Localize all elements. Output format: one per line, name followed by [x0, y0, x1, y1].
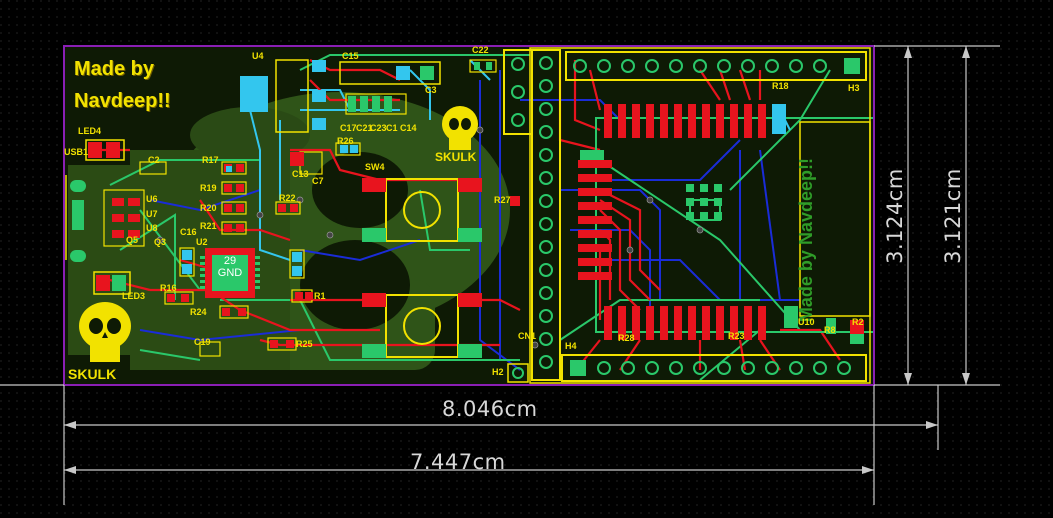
designator-h3: H3	[848, 83, 860, 93]
designator-u10: U10	[798, 317, 815, 327]
mirrored-credit: Made by Navdeep!!	[796, 158, 876, 322]
dimension-width-inner: 7.447cm	[410, 450, 506, 474]
designator-r23: R23	[728, 331, 745, 341]
designator-sw4: SW4	[365, 162, 385, 172]
header-cn1	[531, 49, 561, 381]
dimension-width-outer: 8.046cm	[442, 397, 538, 421]
designator-q3: Q3	[154, 237, 167, 247]
designator-c21: C21	[356, 123, 373, 133]
designator-r21: R21	[200, 221, 217, 231]
usb-connector	[65, 175, 86, 262]
designator-u7: U7	[146, 209, 158, 219]
designator-c2: C2	[148, 155, 160, 165]
designator-r17: R17	[202, 155, 219, 165]
designator-r1: R1	[314, 291, 326, 301]
maker-credit-line1: Made by	[74, 58, 155, 80]
chip-u2	[200, 248, 260, 298]
skulk-logo-text-right: SKULK	[435, 150, 477, 164]
designator-r20: R20	[200, 203, 217, 213]
designator-c23: C23	[370, 123, 387, 133]
chip-pin-label: 29 GND	[212, 255, 248, 279]
designator-cn1: CN1	[518, 331, 537, 341]
mirrored-credit-line1: Made by	[796, 250, 816, 323]
designator-c17: C17	[340, 123, 357, 133]
designator-r22: R22	[279, 193, 296, 203]
designator-u4: U4	[252, 51, 264, 61]
dimension-lines	[0, 45, 1000, 505]
designator-r28: R28	[618, 333, 635, 343]
designator-c16: C16	[180, 227, 197, 237]
designator-c19: C19	[194, 337, 211, 347]
designator-r16: R16	[160, 283, 177, 293]
designator-h2: H2	[492, 367, 504, 377]
dimension-height-a: 3.124cm	[883, 168, 907, 264]
designator-usb1: USB1	[64, 147, 89, 157]
dimension-arrows	[64, 46, 970, 474]
designator-r8: R8	[824, 325, 836, 335]
designator-q5: Q5	[126, 235, 139, 245]
module-esp	[578, 104, 875, 344]
designator-led4: LED4	[78, 126, 102, 136]
mirrored-credit-line2: Navdeep!!	[796, 158, 816, 246]
capacitor-array	[339, 59, 497, 115]
designator-c22: C22	[472, 45, 489, 55]
regulator-u4	[240, 59, 326, 133]
designator-r27: R27	[494, 195, 511, 205]
designator-c15: C15	[342, 51, 359, 61]
board-outline	[63, 45, 875, 386]
designator-c7: C7	[312, 176, 324, 186]
designator-c1: C1	[386, 123, 398, 133]
dimension-height-b: 3.121cm	[941, 168, 965, 264]
designator-h4: H4	[565, 341, 577, 351]
chip-net-name: GND	[217, 266, 243, 279]
skull-logo-left	[79, 302, 131, 362]
designator-r2: R2	[852, 317, 864, 327]
skulk-logo-text-left: SKULK	[68, 366, 117, 382]
chip-pin-number: 29	[223, 255, 237, 267]
designator-u2: U2	[196, 237, 208, 247]
skull-eye-sockets	[247, 152, 410, 335]
designator-u8: U8	[146, 223, 158, 233]
led3	[93, 271, 131, 295]
inner-traces	[109, 54, 831, 381]
skull-logo-right	[442, 106, 478, 150]
smd-cyan-parts	[182, 145, 358, 276]
maker-credit-line2: Navdeep!!	[74, 90, 171, 112]
designator-led3: LED3	[122, 291, 146, 301]
designator-r26: R26	[337, 136, 354, 146]
designator-c14: C14	[400, 123, 417, 133]
switch-sw-lower	[362, 293, 482, 358]
designator-r19: R19	[200, 183, 217, 193]
designator-u6: U6	[146, 194, 158, 204]
header-h4	[561, 354, 867, 382]
board-inner-outline	[529, 47, 871, 384]
designator-c13: C13	[292, 169, 309, 179]
designator-r24: R24	[190, 307, 207, 317]
header-2x3	[503, 49, 533, 383]
switch-sw4	[362, 178, 482, 242]
smd-pads-left	[112, 152, 520, 348]
header-h3	[565, 51, 867, 81]
designator-r18: R18	[772, 81, 789, 91]
designator-r25: R25	[296, 339, 313, 349]
led4	[85, 139, 125, 161]
designator-c3: C3	[425, 85, 437, 95]
